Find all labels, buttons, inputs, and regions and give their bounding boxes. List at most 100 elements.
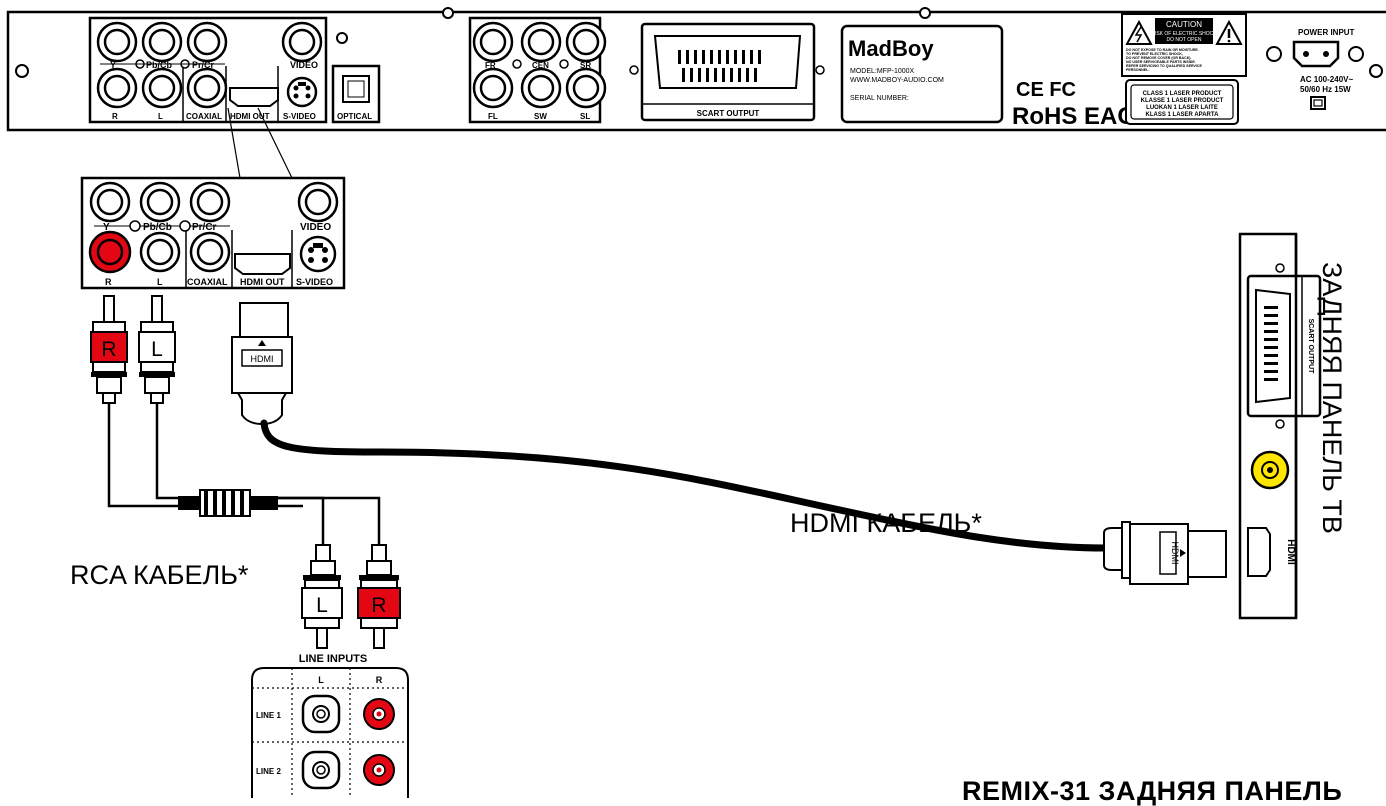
scart-output: SCART OUTPUT	[629, 22, 825, 122]
video-label: VIDEO	[300, 222, 331, 233]
audio-l-label: L	[158, 112, 163, 121]
caution-title: CAUTION	[1166, 20, 1202, 29]
pr-label: Pr/Cr	[192, 60, 215, 70]
audio-r-jack	[96, 67, 138, 109]
laser-line: CLASS 1 LASER PRODUCT	[1143, 91, 1222, 97]
brand-plate: MadBoy MODEL:MFP-1000X WWW.MADBOY-AUDIO.…	[840, 24, 1004, 124]
line-1-label: LINE 1	[256, 711, 281, 720]
website-line: WWW.MADBOY-AUDIO.COM	[850, 77, 944, 84]
laser-line: KLASS 1 LASER APARTA	[1146, 112, 1220, 118]
warning-line: NO USER SERVICEABLE PARTS INSIDE.	[1126, 60, 1196, 64]
ce-fc-mark: CE FC	[1016, 79, 1076, 101]
sw-label: SW	[534, 112, 547, 121]
shock-warning-icon	[1125, 19, 1153, 45]
column-r-label: R	[376, 675, 383, 685]
brand-logo: MadBoy	[848, 36, 934, 61]
hdmi-out-label: HDMI OUT	[240, 277, 285, 287]
hdmi-plug-label: HDMI	[1170, 542, 1180, 565]
laser-line: LUOKAN 1 LASER LAITE	[1146, 105, 1218, 111]
plug-l-letter: L	[316, 594, 328, 617]
svideo-label: S-VIDEO	[296, 277, 333, 287]
warning-line: PERSONNEL.	[1126, 68, 1149, 72]
hdmi-out-socket	[229, 87, 279, 107]
zoom-line	[257, 107, 293, 179]
rca-cable-caption: RCA КАБЕЛЬ*	[70, 560, 249, 590]
optical-output: OPTICAL	[331, 64, 381, 124]
rca-plug-l-bottom: L	[301, 544, 343, 649]
av-output-block: Y Pb/Cb Pr/Cr VIDEO R L COAXIAL HDMI OUT…	[88, 16, 328, 124]
line-inputs-panel: LINE INPUTS L R LINE 1 LINE 2	[251, 653, 409, 798]
pb-jack	[141, 21, 183, 63]
pr-jack	[186, 21, 228, 63]
audio-r-label: R	[112, 112, 118, 121]
sr-label: SR	[580, 61, 591, 70]
y-label: Y	[110, 60, 116, 70]
scart-output-label: SCART OUTPUT	[697, 109, 760, 118]
surround-output-block: FR CEN SR FL SW SL	[468, 16, 607, 124]
sl-label: SL	[580, 112, 590, 121]
player-rear-panel: Y Pb/Cb Pr/Cr VIDEO R L COAXIAL HDMI OUT…	[6, 7, 1386, 132]
power-spec-line1: AC 100-240V~	[1300, 75, 1353, 84]
y-label: Y	[103, 222, 110, 233]
tv-panel-caption: ЗАДНЯЯ ПАНЕЛЬ ТВ	[1317, 262, 1347, 534]
rca-plug-l-top: L	[138, 295, 176, 404]
audio-l-jack	[141, 67, 183, 109]
line-inputs-title: LINE INPUTS	[299, 653, 367, 665]
coaxial-label: COAXIAL	[187, 277, 228, 287]
tv-rear-panel: SCART OUTPUT HDMI	[1238, 232, 1322, 620]
pb-label: Pb/Cb	[146, 60, 173, 70]
screw-hole	[442, 7, 454, 19]
pr-label: Pr/Cr	[192, 222, 217, 233]
rca-plug-r-top: R	[90, 295, 128, 404]
optical-label: OPTICAL	[337, 112, 372, 121]
hdmi-plug-player: HDMI	[231, 302, 293, 426]
power-socket-icon	[1292, 40, 1340, 68]
bottom-title: REMIX-31 ЗАДНЯЯ ПАНЕЛЬ	[962, 776, 1343, 806]
l-label: L	[157, 277, 163, 287]
tv-hdmi-input	[1247, 527, 1271, 577]
caution-label: CAUTION RISK OF ELECTRIC SHOCK DO NOT OP…	[1121, 13, 1247, 77]
tv-hdmi-label: HDMI	[1285, 539, 1296, 565]
model-line: MODEL:MFP-1000X	[850, 68, 915, 75]
fr-label: FR	[485, 61, 496, 70]
video-label: VIDEO	[290, 60, 318, 70]
power-input-label: POWER INPUT	[1298, 28, 1355, 37]
rohs-eac-mark: RoHS EAC	[1012, 103, 1135, 130]
laser-label: CLASS 1 LASER PRODUCT KLASSE 1 LASER PRO…	[1125, 79, 1239, 125]
plug-l-letter: L	[151, 338, 163, 361]
hdmi-cable	[260, 419, 1110, 552]
caution-sub1: RISK OF ELECTRIC SHOCK	[1151, 31, 1217, 37]
l-jack	[139, 231, 181, 273]
svideo-socket	[286, 76, 318, 108]
plug-r-letter: R	[101, 338, 116, 361]
power-input: POWER INPUT AC 100-240V~ 50/60 Hz 15W	[1266, 28, 1364, 110]
zoom-line	[227, 107, 241, 179]
r-label: R	[105, 277, 112, 287]
hdmi-out-label: HDMI OUT	[230, 112, 270, 121]
warning-line: DO NOT EXPOSE TO RAIN OR MOISTURE.	[1126, 48, 1199, 52]
zoomed-output-panel: Y Pb/Cb Pr/Cr VIDEO R L COAXIAL HDMI OUT…	[80, 176, 346, 290]
pb-label: Pb/Cb	[143, 222, 172, 233]
coaxial-jack	[186, 67, 228, 109]
caution-sub2: DO NOT OPEN	[1167, 37, 1202, 43]
coaxial-jack	[189, 231, 231, 273]
serial-line: SERIAL NUMBER:	[850, 95, 909, 102]
hdmi-plug-label: HDMI	[251, 354, 274, 364]
rca-plug-r-bottom: R	[357, 544, 401, 649]
svideo-socket	[299, 235, 337, 273]
column-l-label: L	[318, 675, 324, 685]
hdmi-out-socket	[234, 253, 291, 275]
line-2-label: LINE 2	[256, 767, 281, 776]
screw-hole	[15, 64, 29, 78]
screw-hole	[1369, 64, 1383, 78]
warning-line: REFER SERVICING TO QUALIFIED SERVICE	[1126, 64, 1202, 68]
warning-line: DO NOT REMOVE COVER (OR BACK).	[1126, 56, 1192, 60]
tv-scart-label: SCART OUTPUT	[1307, 319, 1314, 375]
hdmi-plug-tv: HDMI	[1103, 521, 1227, 585]
video-jack	[281, 21, 323, 63]
power-spec-line2: 50/60 Hz 15W	[1300, 85, 1351, 94]
rca-cable-junction	[178, 489, 278, 517]
warning-line: TO PREVENT ELECTRIC SHOCK,	[1126, 52, 1183, 56]
laser-line: KLASSE 1 LASER PRODUCT	[1141, 98, 1224, 104]
